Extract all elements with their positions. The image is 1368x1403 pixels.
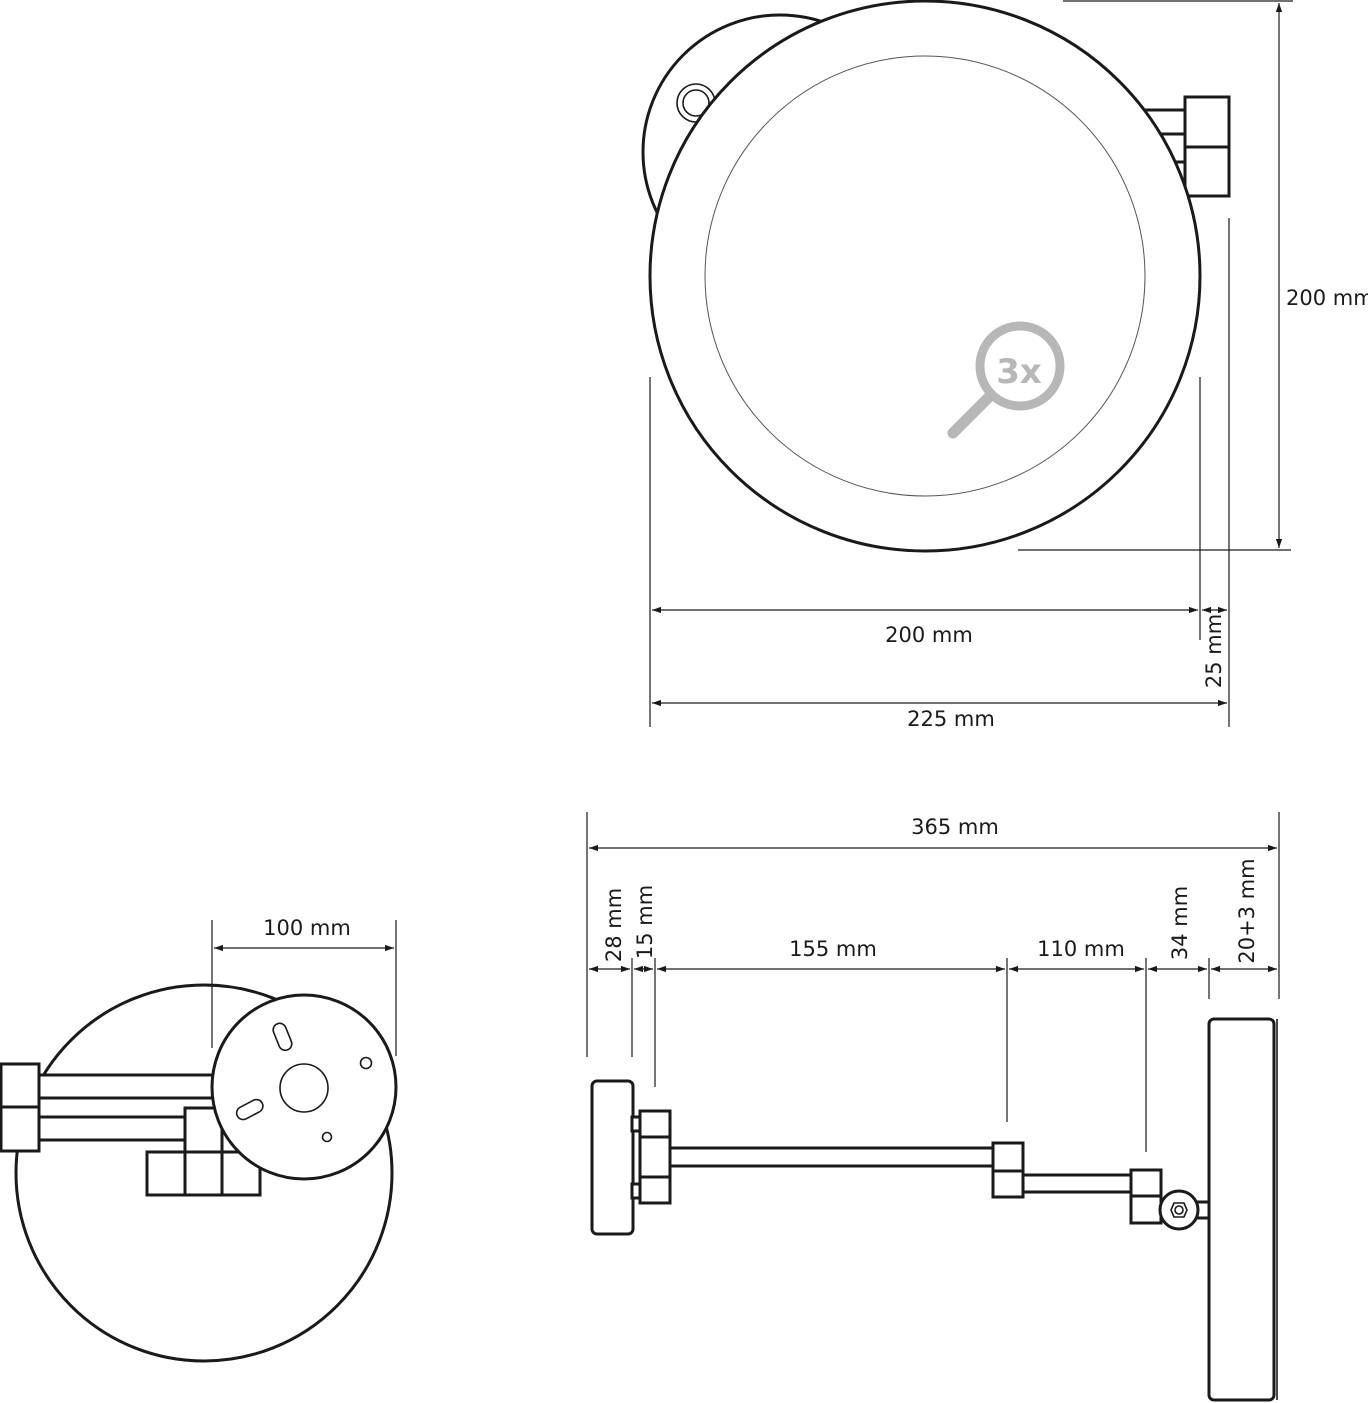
- arm-nut-upper: [1183, 95, 1231, 149]
- dim-front-height-label: 200 mm: [1286, 286, 1368, 310]
- side-arm-short: [1021, 1173, 1133, 1194]
- top-wall-plate: [210, 993, 398, 1181]
- top-arm-tube-lower: [36, 1115, 192, 1142]
- top-view: 100 mm: [0, 916, 398, 1363]
- mirror-glass: [704, 55, 1146, 497]
- arm-nut-lower: [1183, 145, 1231, 198]
- dim-side-joint-label: 34 mm: [1168, 886, 1192, 960]
- front-view: 3x 200 mm 200 mm 25 mm 225 mm: [641, 0, 1368, 731]
- side-nut-upper: [638, 1109, 672, 1139]
- dim-wall-plate-label: 100 mm: [263, 916, 351, 940]
- side-arm-long: [668, 1146, 995, 1168]
- dim-side-plate-label: 28 mm: [602, 888, 626, 962]
- dim-side-nut-label: 15 mm: [633, 885, 657, 959]
- dim-side-mirror-label: 20+3 mm: [1235, 858, 1259, 963]
- dim-front-offset-label: 25 mm: [1202, 614, 1226, 688]
- side-view: 365 mm 28 mm 15 mm 155 mm 110 mm 34 mm 2…: [586, 812, 1280, 1402]
- top-mirror-circle: [14, 983, 394, 1363]
- top-arm-tube-upper: [36, 1073, 218, 1100]
- side-joint-middle: [991, 1141, 1025, 1173]
- side-mirror-body: [1207, 1017, 1276, 1402]
- top-nut-lower: [0, 1105, 41, 1153]
- magnifier-icon: 3x: [947, 321, 1065, 439]
- top-nut-upper: [0, 1062, 41, 1110]
- dim-front-total-label: 225 mm: [907, 707, 995, 731]
- side-wall-plate: [590, 1079, 635, 1236]
- magnification-label: 3x: [996, 352, 1042, 392]
- side-ball-joint: [1158, 1189, 1200, 1231]
- side-joint-end: [1129, 1168, 1163, 1198]
- dim-side-arm-short-label: 110 mm: [1037, 937, 1125, 961]
- dim-side-arm-long-label: 155 mm: [789, 937, 877, 961]
- mirror-frame: [648, 0, 1202, 553]
- dim-side-total-label: 365 mm: [911, 815, 999, 839]
- dim-front-width-label: 200 mm: [885, 623, 973, 647]
